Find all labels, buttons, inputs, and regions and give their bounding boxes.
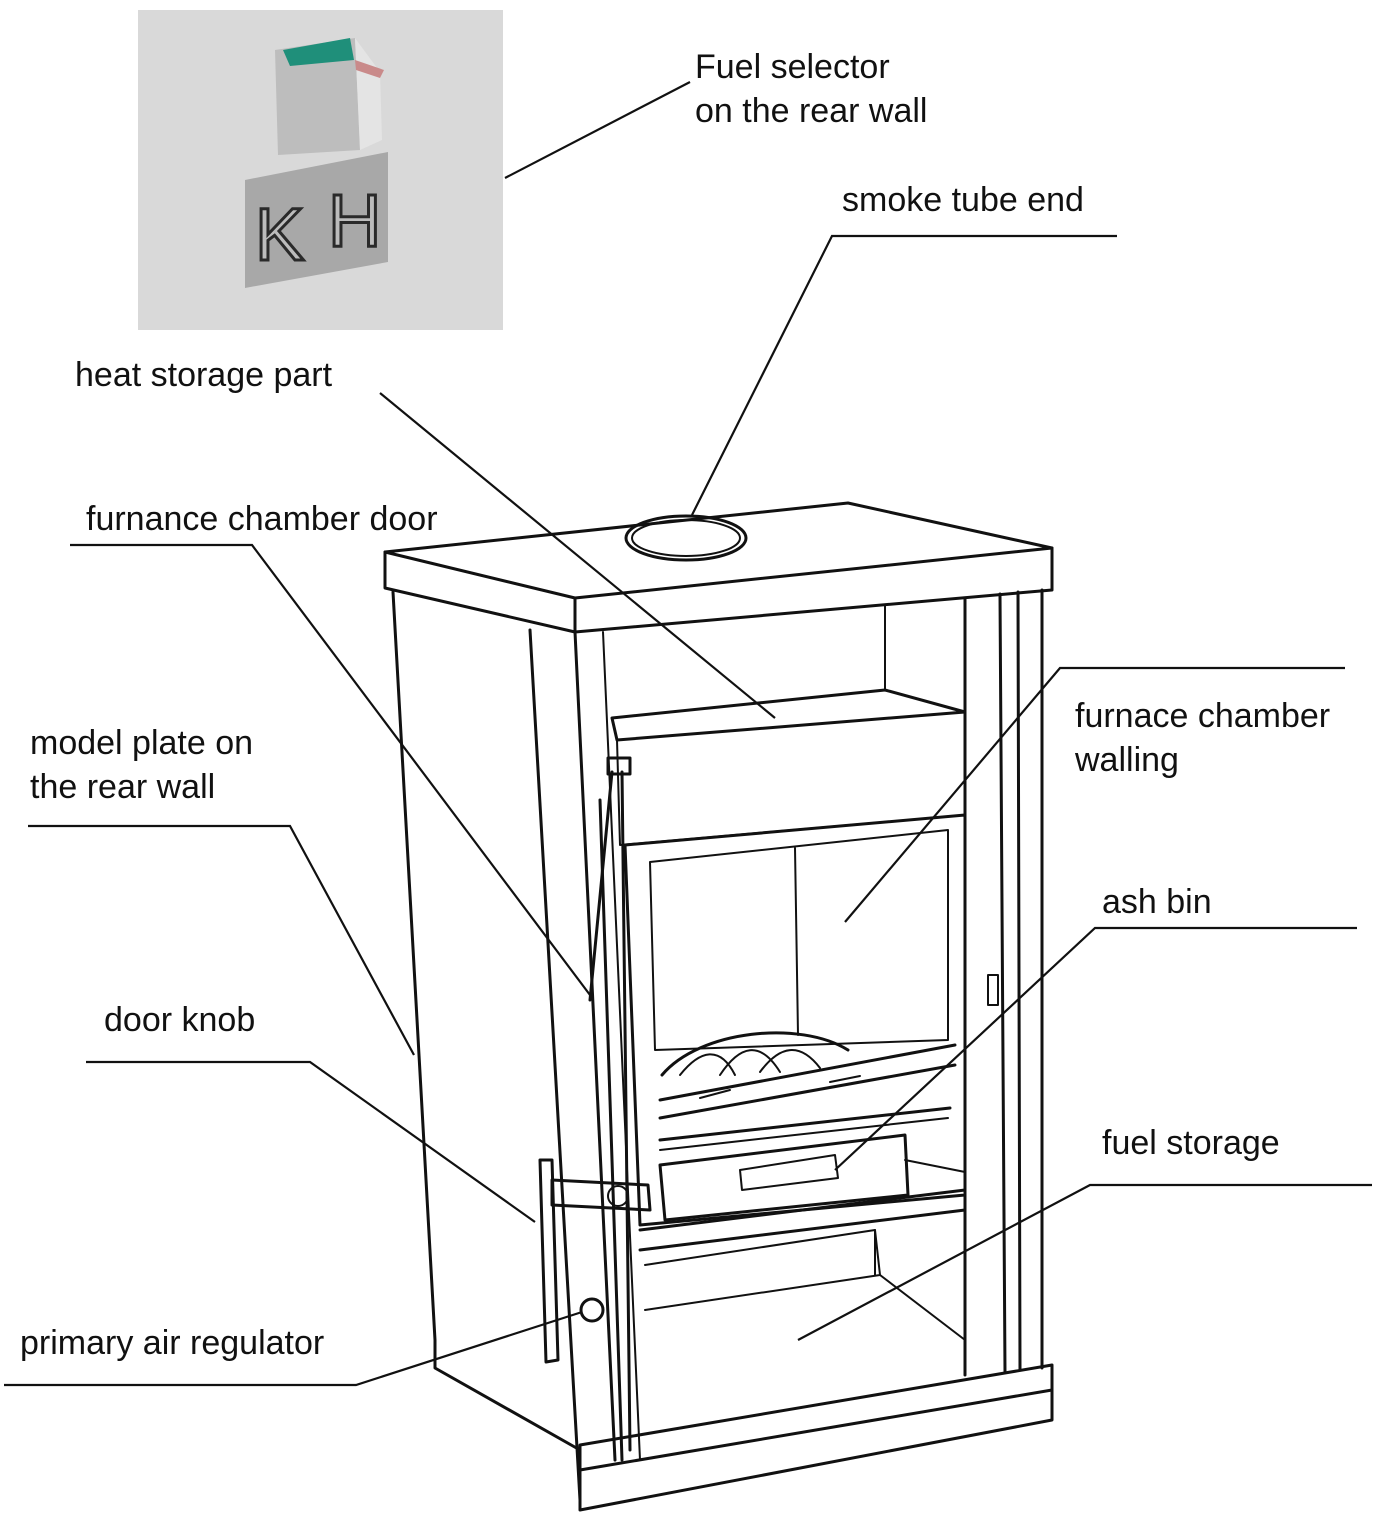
base-plinth [578, 1363, 1054, 1472]
label-model-plate-1: model plate on [30, 724, 253, 762]
leader-furnance-door [70, 543, 591, 996]
furnace-inner [649, 829, 949, 1051]
furnace-back-corner [794, 847, 799, 1036]
fuel-storage-diagonal [879, 1274, 966, 1341]
leader-fuel-storage [797, 1183, 1372, 1341]
leader-heat-storage [379, 392, 776, 719]
selector-accent-red [355, 60, 384, 78]
primary-air-knob [579, 1297, 605, 1323]
selector-lever-top [275, 38, 360, 155]
label-furnance-chamber-door: furnance chamber door [86, 500, 438, 538]
leader-lines [4, 81, 1372, 1387]
smoke-tube-inner [631, 519, 741, 557]
ash-bin [658, 1133, 910, 1222]
right-column-b [998, 592, 1007, 1374]
right-latch [987, 974, 999, 1006]
left-side-panel [391, 590, 582, 1452]
label-model-plate-2: the rear wall [30, 768, 215, 806]
selector-letter-h: H [328, 179, 381, 262]
ash-shelf-bottom [638, 1208, 967, 1252]
label-fuel-selector-2: on the rear wall [695, 92, 927, 130]
label-heat-storage-part: heat storage part [75, 356, 333, 394]
label-ash-bin: ash bin [1102, 883, 1212, 921]
label-smoke-tube-end: smoke tube end [842, 181, 1084, 219]
leader-ash-bin [834, 926, 1357, 1171]
top-slab-front [383, 546, 1054, 634]
stove-drawing [383, 501, 1054, 1512]
leader-primary-air [4, 1310, 583, 1387]
ash-bin-handle [739, 1154, 839, 1191]
labels: Fuel selector on the rear wall smoke tub… [20, 48, 1330, 1362]
selector-plate [245, 152, 388, 288]
selector-accent [283, 38, 354, 66]
furnace-frame [623, 813, 967, 1227]
base-plinth-front [578, 1388, 1054, 1512]
label-furnace-walling-1: furnace chamber [1075, 697, 1330, 735]
label-primary-air-regulator: primary air regulator [20, 1324, 324, 1362]
leader-model-plate [28, 824, 415, 1056]
heat-storage-shelf [610, 688, 967, 742]
selector-letter-k: K [255, 193, 304, 276]
label-door-knob: door knob [104, 1001, 255, 1039]
front-column-left [573, 630, 617, 1462]
ash-shelf-top [638, 1188, 967, 1232]
label-furnace-walling-2: walling [1074, 741, 1179, 779]
left-front-edge [528, 628, 582, 1502]
ash-shelf-back [904, 1159, 966, 1173]
right-column-c [1016, 590, 1022, 1372]
leader-smoke-tube [691, 234, 1117, 516]
grate [658, 1031, 957, 1151]
label-fuel-storage: fuel storage [1102, 1124, 1280, 1162]
leader-fuel-selector [504, 81, 691, 179]
leader-furnace-walling [844, 666, 1345, 923]
smoke-tube-ring [624, 514, 748, 562]
fuel-storage-back [644, 1229, 881, 1311]
door-assembly [538, 756, 652, 1462]
fuel-selector-inset: K H [138, 10, 503, 330]
label-fuel-selector-1: Fuel selector [695, 48, 890, 86]
top-slab [383, 501, 1054, 600]
leader-door-knob [86, 1060, 536, 1223]
